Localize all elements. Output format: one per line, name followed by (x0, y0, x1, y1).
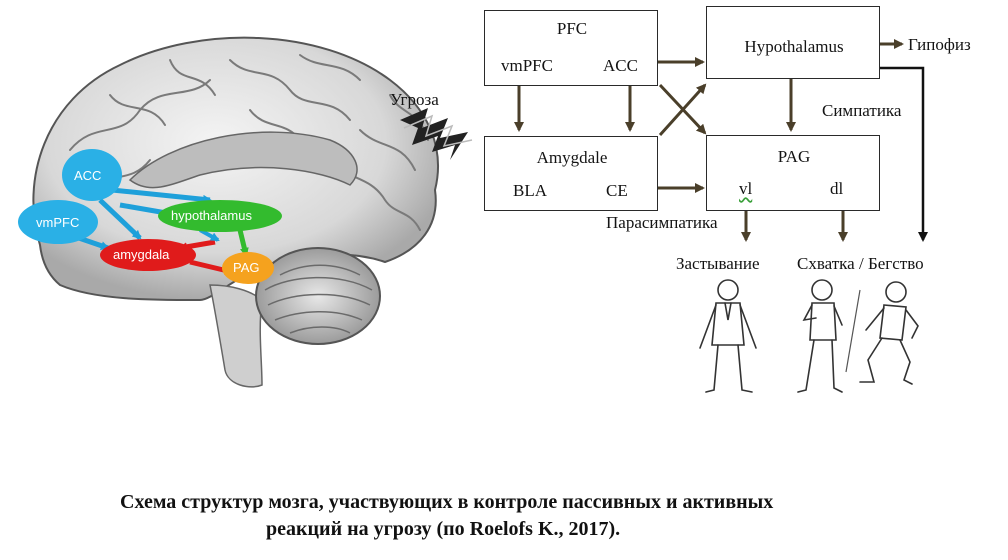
hypothalamus-title: Hypothalamus (744, 37, 843, 57)
threat-label: Угроза (390, 90, 439, 110)
pfc-acc: ACC (603, 56, 638, 76)
hypothalamus-box: Hypothalamus (706, 6, 880, 79)
cerebellum (256, 248, 380, 344)
pfc-title: PFC (557, 19, 587, 39)
freezing-label: Застывание (676, 254, 760, 274)
hypothalamus-label: hypothalamus (171, 208, 252, 223)
fight-flight-label: Схватка / Бегство (797, 254, 924, 274)
parasympathetic-label: Парасимпатика (606, 213, 718, 233)
vmpfc-label: vmPFC (36, 215, 79, 230)
pag-vl: vl (739, 179, 752, 199)
amygdale-title: Amygdale (537, 148, 608, 168)
sympathetic-label: Симпатика (822, 101, 901, 121)
acc-label: ACC (74, 168, 101, 183)
caption-line-2: реакций на угрозу (по Roelofs K., 2017). (266, 515, 620, 543)
pfc-box: PFC vmPFC ACC (484, 10, 658, 86)
amygdala-label: amygdala (113, 247, 169, 262)
pag-title: PAG (778, 147, 810, 167)
pfc-vmpfc: vmPFC (501, 56, 553, 76)
brainstem (210, 285, 262, 387)
hypophysis-label: Гипофиз (908, 35, 971, 55)
flight-figure (860, 282, 918, 384)
amygdale-box: Amygdale BLA CE (484, 136, 658, 211)
sympathetic-arrow (880, 68, 923, 240)
pag-label: PAG (233, 260, 260, 275)
amygdale-ce: CE (606, 181, 628, 201)
figure-divider (846, 290, 860, 372)
pag-dl: dl (830, 179, 843, 199)
caption-line-1: Схема структур мозга, участвующих в конт… (120, 488, 773, 516)
pag-box: PAG vl dl (706, 135, 880, 211)
amygdale-bla: BLA (513, 181, 547, 201)
fight-figure (798, 280, 842, 392)
freezing-figure (700, 280, 756, 392)
